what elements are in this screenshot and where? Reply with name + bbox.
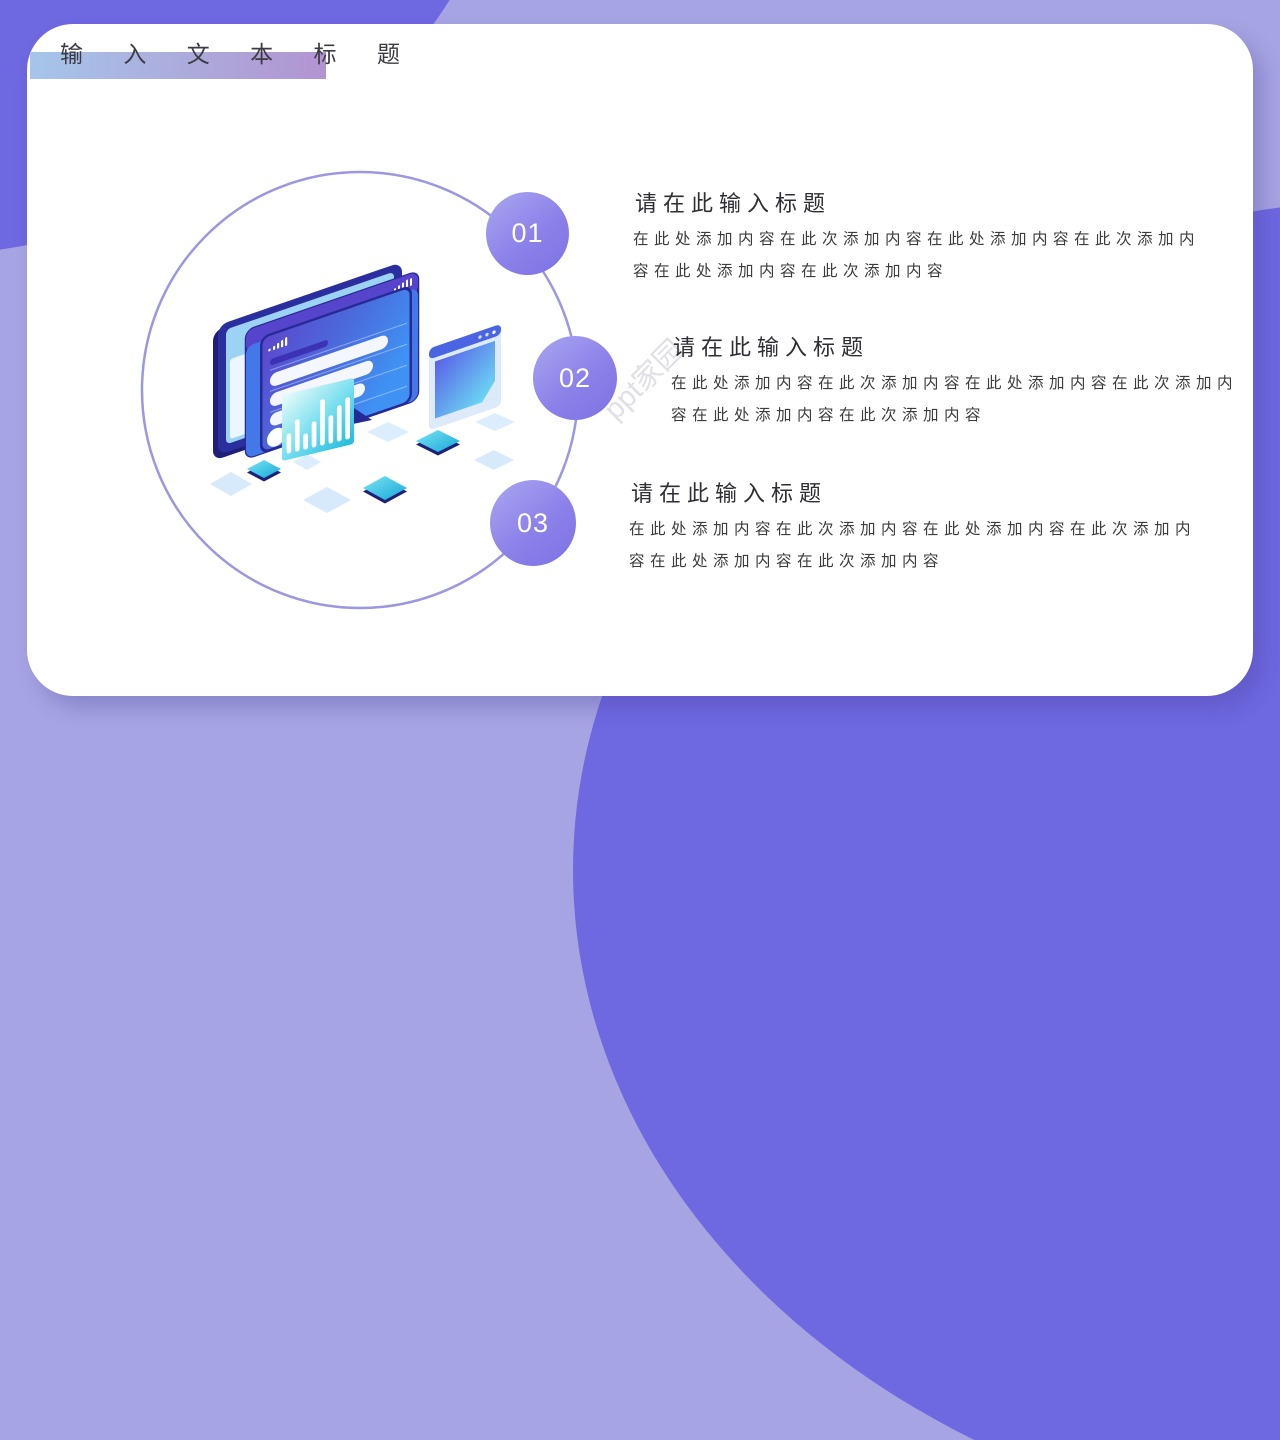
slide-header: 输 入 文 本 标 题	[30, 40, 417, 79]
step-group-3: 请在此输入标题 在此处添加内容在此次添加内容在此处添加内容在此次添加内 容在此处…	[629, 480, 1196, 578]
page-title: 输 入 文 本 标 题	[60, 41, 417, 67]
step-title: 请在此输入标题	[631, 481, 828, 506]
step-title: 请在此输入标题	[635, 191, 832, 216]
tile-3d	[247, 460, 281, 482]
chart-bars	[286, 397, 351, 454]
step-body-line: 容在此处添加内容在此次添加内容	[629, 553, 945, 570]
tile-3d	[416, 430, 460, 456]
step-number: 01	[511, 218, 544, 248]
step-circle-03: 03	[490, 480, 576, 566]
step-circle-01: 01	[486, 192, 569, 275]
floor-tiles	[210, 413, 515, 513]
screen-stack	[213, 264, 501, 459]
step-body-line: 在此处添加内容在此次添加内容在此处添加内容在此次添加内	[671, 375, 1239, 392]
step-circle-02: 02	[533, 336, 617, 420]
step-body: 在此处添加内容在此次添加内容在此处添加内容在此次添加内 容在此处添加内容在此次添…	[671, 368, 1238, 432]
title-highlight-bar	[30, 52, 326, 79]
step-title: 请在此输入标题	[673, 335, 870, 360]
step-group-1: 请在此输入标题 在此处添加内容在此次添加内容在此处添加内容在此次添加内 容在此处…	[633, 190, 1200, 288]
tile-3d	[363, 476, 407, 504]
step-number: 03	[516, 507, 550, 538]
step-body-line: 在此处添加内容在此次添加内容在此处添加内容在此次添加内	[629, 521, 1197, 538]
step-body: 在此处添加内容在此次添加内容在此处添加内容在此次添加内 容在此处添加内容在此次添…	[629, 514, 1196, 578]
bar-chart-panel	[282, 378, 354, 461]
speech-tail	[482, 380, 495, 403]
step-group-2: 请在此输入标题 在此处添加内容在此次添加内容在此处添加内容在此次添加内 容在此处…	[671, 334, 1238, 432]
step-body-line: 在此处添加内容在此次添加内容在此处添加内容在此次添加内	[633, 231, 1201, 248]
browser-window	[429, 325, 501, 430]
avatar-dot	[267, 427, 285, 447]
step-number: 02	[558, 362, 592, 393]
window-dots-icon	[478, 330, 496, 339]
text-placeholder-dark	[270, 340, 328, 365]
signal-bars-icon	[268, 337, 288, 352]
text-placeholder-pill	[270, 335, 388, 386]
step-body-line: 容在此处添加内容在此次添加内容	[633, 263, 949, 280]
step-body: 在此处添加内容在此次添加内容在此处添加内容在此次添加内 容在此处添加内容在此次添…	[633, 224, 1200, 288]
step-body-line: 容在此处添加内容在此次添加内容	[671, 407, 987, 424]
